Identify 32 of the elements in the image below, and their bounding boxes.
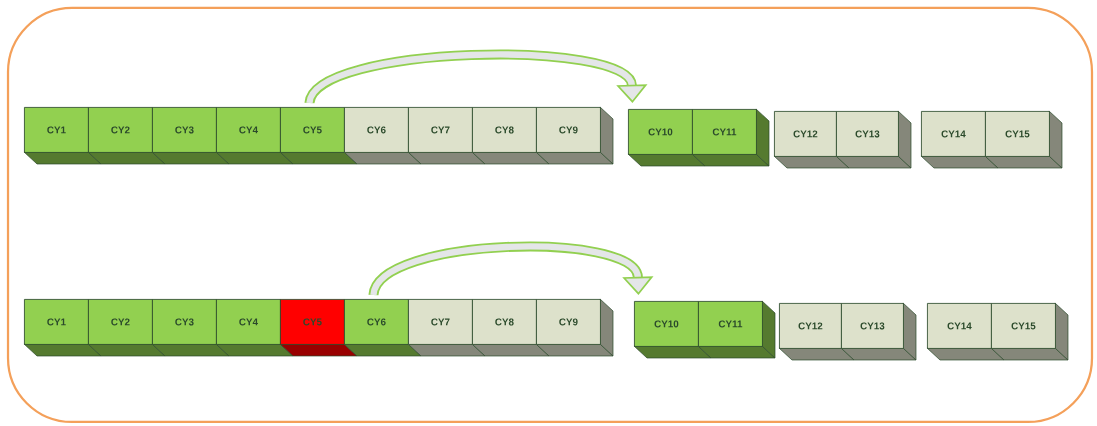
cube: CY1 [23, 299, 102, 357]
cube: CY9 [535, 106, 614, 165]
cube: CY8 [471, 299, 550, 357]
cube: CY14 [926, 303, 1005, 361]
cube: CY11 [691, 108, 770, 167]
cube: CY2 [87, 107, 166, 165]
cube: CY3 [151, 107, 230, 165]
cube: CY11 [697, 300, 776, 359]
cube: CY1 [23, 107, 102, 165]
cube: CY13 [840, 302, 917, 361]
cube: CY10 [627, 109, 706, 167]
cube: CY7 [407, 299, 486, 357]
cube: CY8 [471, 107, 550, 165]
cube: CY14 [920, 111, 999, 169]
curved-arrow [368, 241, 654, 297]
cube: CY7 [407, 107, 486, 165]
cube: CY9 [535, 298, 614, 357]
cube: CY2 [87, 299, 166, 357]
cube: CY12 [778, 303, 855, 361]
cube: CY10 [633, 301, 712, 359]
curved-arrow [305, 49, 648, 106]
cube: CY3 [151, 299, 230, 357]
cube: CY15 [984, 110, 1063, 169]
cube: CY15 [990, 302, 1069, 361]
cube: CY6 [343, 107, 422, 165]
cube: CY4 [215, 299, 294, 357]
cube: CY5 [279, 299, 358, 357]
cube: CY12 [773, 111, 850, 169]
cube: CY5 [279, 107, 358, 165]
cube: CY6 [343, 299, 422, 357]
cube: CY13 [835, 110, 912, 169]
cube: CY4 [215, 107, 294, 165]
